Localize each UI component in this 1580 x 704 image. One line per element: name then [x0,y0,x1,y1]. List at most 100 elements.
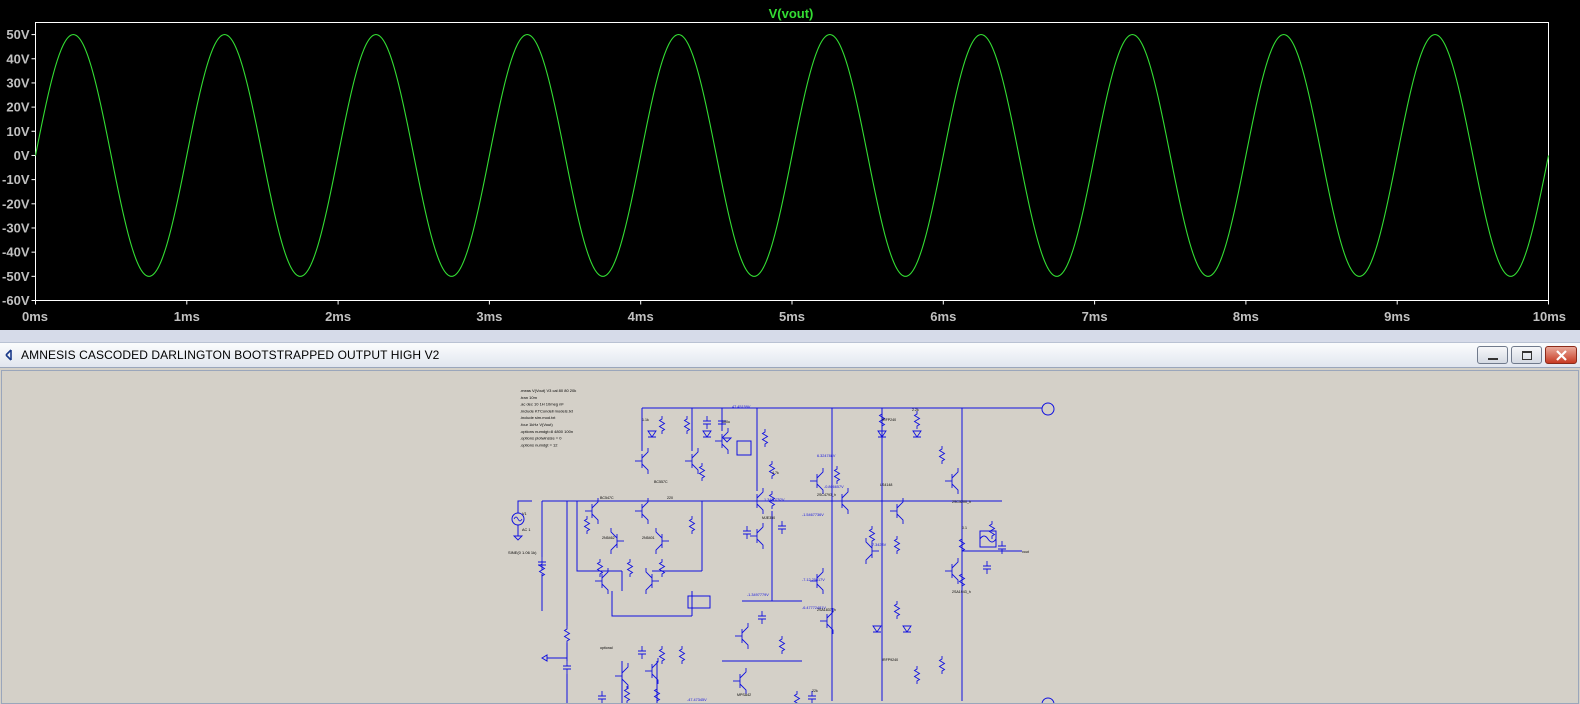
component-label: BC547C [600,496,614,500]
diode [702,430,712,438]
capacitor [778,521,786,534]
component-label: 22k [812,689,818,693]
y-axis-ticks: 50V40V30V20V10V0V-10V-20V-30V-40V-50V-60… [2,27,36,308]
x-tick-label: 8ms [1233,309,1259,324]
j-fet-pair [687,595,711,609]
resistor [688,516,696,534]
node-voltage-label: 1.3430752V [764,498,785,502]
component-label: 1.1k [642,418,649,422]
resistor [698,463,706,481]
spice-directive: .include KTCondell models.txt [520,408,574,413]
schematic-canvas[interactable]: .meas V(Vout) V3 cal 80 80 20k.tran 10m.… [1,370,1579,704]
capacitor [983,561,991,574]
resistor [878,411,886,429]
component-label: MPSA42 [737,693,751,697]
component-label: IRFP9240 [882,658,898,662]
sine-icon [513,516,523,522]
resistor [868,526,876,544]
component-label: 220 [667,496,673,500]
ltspice-schematic-icon [5,349,12,361]
spice-directives: .meas V(Vout) V3 cal 80 80 20k.tran 10m.… [520,388,576,447]
resistor [678,646,686,664]
plot-frame [35,22,1549,301]
x-tick-label: 1ms [174,309,200,324]
x-tick-label: 2ms [325,309,351,324]
close-icon [1556,350,1567,361]
resistor [938,656,946,674]
schematic-labels: SINE(0 1.06 1k)AC 1V147.45159V6.324788V-… [508,405,1029,702]
y-tick-label: -50V [2,269,30,284]
y-tick-label: -20V [2,196,30,211]
spice-directive: .four 1kHz V(Vout) [520,422,553,427]
component-label: 100u [722,420,730,424]
diode [902,625,912,633]
schematic-parts [511,402,1055,703]
x-tick-label: 7ms [1082,309,1108,324]
y-tick-label: 0V [14,148,30,163]
resistor [596,559,604,577]
wire [576,501,622,572]
diode [912,430,922,438]
capacitor [743,526,751,539]
ground-symbol [721,437,733,443]
capacitor [808,691,816,703]
x-tick-label: 9ms [1384,309,1410,324]
node-voltage-label: -47.47345V [687,698,707,702]
x-tick-label: 4ms [628,309,654,324]
spice-directive: .include sim.mod.txt [520,415,556,420]
y-tick-label: -60V [2,293,30,308]
capacitor [598,691,606,703]
maximize-button[interactable] [1511,346,1542,364]
y-tick-label: 10V [6,124,29,139]
component-label: IRFP240 [882,418,896,422]
bias-block [736,440,752,456]
resistor [658,646,666,664]
diode [877,430,887,438]
resistor [583,516,591,534]
y-tick-label: 30V [6,75,29,90]
minimize-button[interactable] [1477,346,1508,364]
y-tick-label: -10V [2,172,30,187]
inductor-coil [979,535,997,543]
x-tick-label: 0ms [22,309,48,324]
window-titlebar[interactable]: AMNESIS CASCODED DARLINGTON BOOTSTRAPPED… [0,342,1580,368]
minimize-icon [1488,358,1498,360]
diode [647,430,657,438]
wire [517,500,532,513]
capacitor [563,661,571,674]
node-voltage-label: -0.866657V [824,485,844,489]
node-voltage-label: -1.3497779V [747,593,769,597]
waveform-chart[interactable]: V(vout) 50V40V30V20V10V0V-10V-20V-30V-40… [0,0,1580,330]
schematic-wires [517,407,1042,703]
spice-directive: .ac dec 10 1H 10meg nF [520,402,564,407]
resistor [893,601,901,619]
component-label: 2SA1943_h [952,590,971,594]
resistor [913,411,921,429]
x-tick-label: 3ms [476,309,502,324]
wire [611,591,692,617]
component-label: 4.7k [772,471,779,475]
y-tick-label: 20V [6,100,29,115]
y-tick-label: -40V [2,245,30,260]
capacitor [758,611,766,624]
component-label: 2N5401 [642,536,655,540]
component-label: MJE350 [762,516,775,520]
x-tick-label: 10ms [1533,309,1566,324]
vplus-terminal [1041,402,1055,416]
component-label: 0.1 [962,526,967,530]
x-tick-label: 5ms [779,309,805,324]
resistor [893,536,901,554]
maximize-icon [1522,351,1532,360]
source-spec: SINE(0 1.06 1k) [508,550,537,555]
window-title: AMNESIS CASCODED DARLINGTON BOOTSTRAPPED… [21,348,440,362]
capacitor [998,541,1006,554]
capacitor [638,646,646,659]
schematic-drawing[interactable]: .meas V(Vout) V3 cal 80 80 20k.tran 10m.… [2,371,1578,703]
resistor [563,626,571,644]
node-voltage-label: 6.324788V [817,454,836,458]
spice-directive: .tran 10m [520,395,538,400]
schematic-window[interactable]: AMNESIS CASCODED DARLINGTON BOOTSTRAPPED… [0,342,1580,704]
close-button[interactable] [1545,346,1577,364]
